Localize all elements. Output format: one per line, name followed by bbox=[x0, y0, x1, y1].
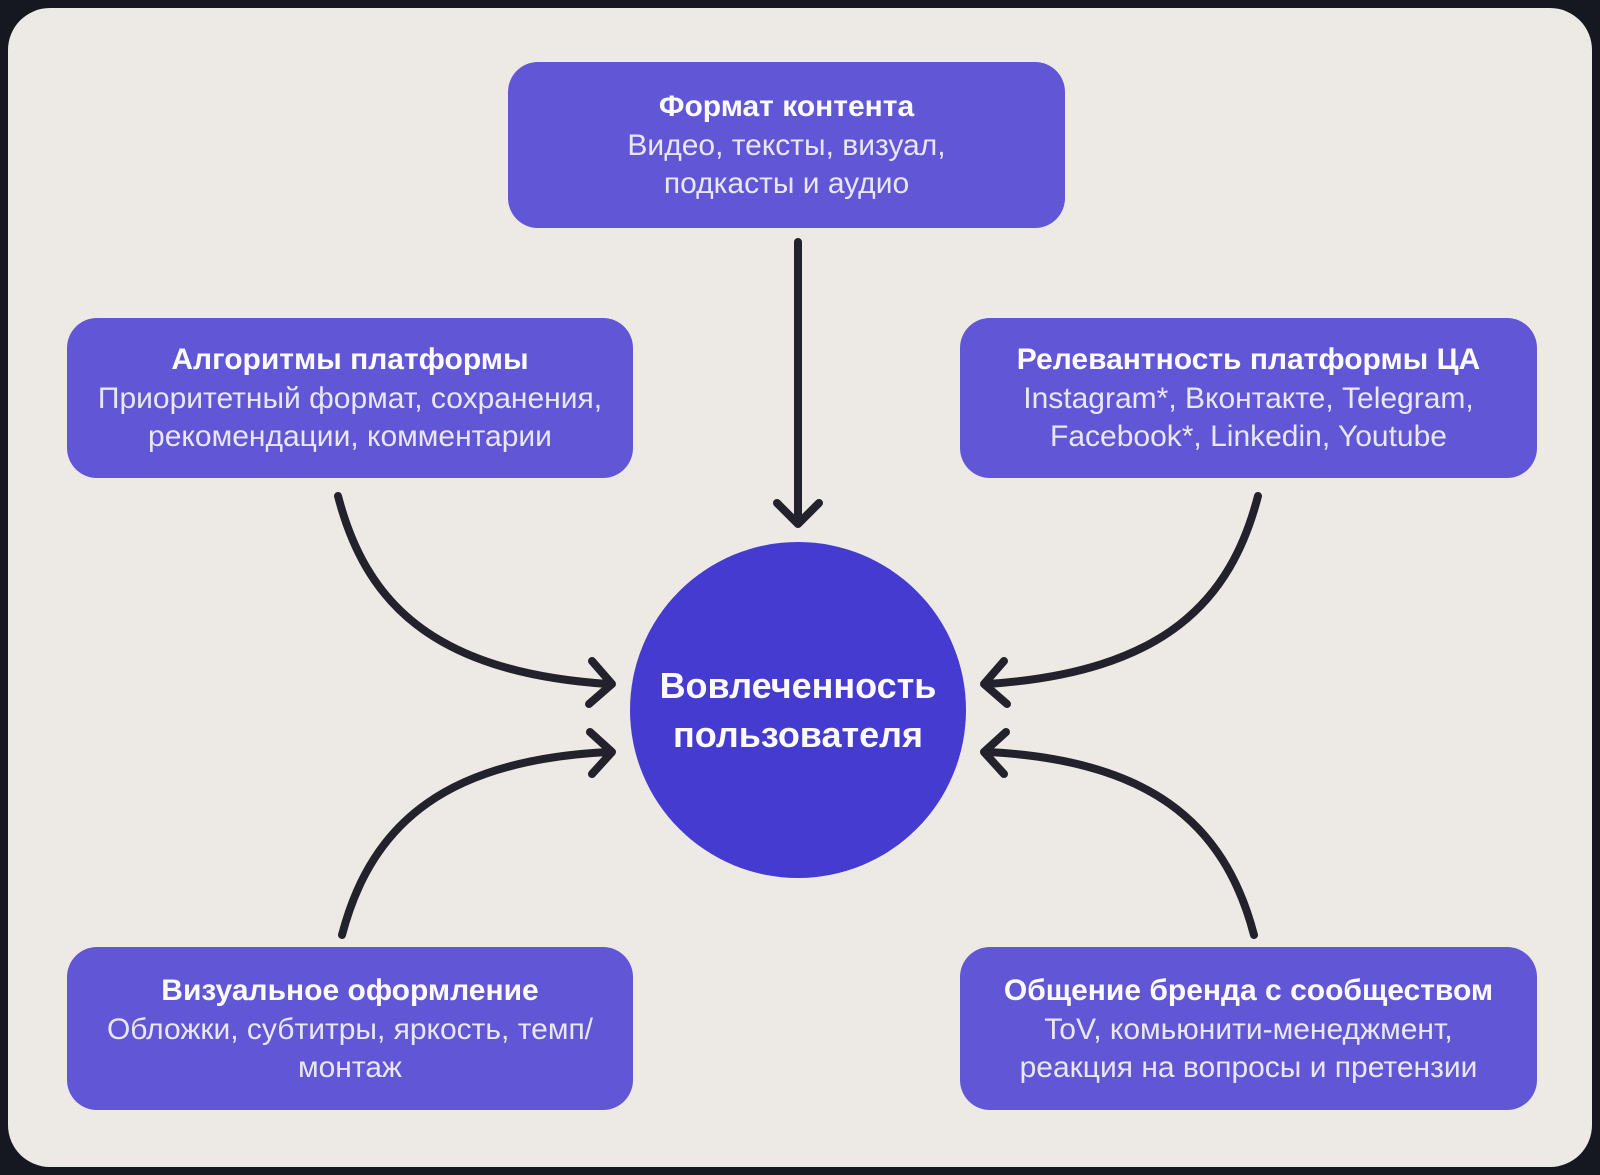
node-body-line: подкасты и аудио bbox=[663, 167, 910, 200]
node-body-line: реакция на вопросы и претензии bbox=[1019, 1050, 1478, 1084]
node-body-line: Facebook*, Linkedin, Youtube bbox=[1050, 420, 1447, 453]
node-visual-design: Визуальное оформление Обложки, субтитры,… bbox=[67, 947, 633, 1110]
node-body-line: Видео, тексты, визуал, bbox=[627, 129, 946, 162]
node-title: Визуальное оформление bbox=[161, 973, 539, 1007]
node-platform-relevance: Релевантность платформы ЦА Instagram*, В… bbox=[960, 318, 1537, 478]
node-title: Общение бренда с сообществом bbox=[1003, 973, 1494, 1007]
center-node-user-engagement: Вовлеченность пользователя bbox=[630, 542, 966, 878]
node-body-line: монтаж bbox=[297, 1050, 403, 1084]
node-content-format: Формат контента Видео, тексты, визуал, п… bbox=[508, 62, 1065, 228]
node-title: Алгоритмы платформы bbox=[171, 343, 529, 376]
node-body-line: рекомендации, комментарии bbox=[148, 420, 552, 453]
node-platform-algorithms: Алгоритмы платформы Приоритетный формат,… bbox=[67, 318, 633, 478]
node-body-line: Instagram*, Вконтакте, Telegram, bbox=[1023, 382, 1474, 415]
center-node-label: Вовлеченность bbox=[659, 665, 937, 706]
node-body-line: ToV, комьюнити-менеджмент, bbox=[1044, 1012, 1453, 1046]
node-body-line: Приоритетный формат, сохранения, bbox=[97, 382, 603, 415]
node-brand-communication: Общение бренда с сообществом ToV, комьюн… bbox=[960, 947, 1537, 1110]
node-title: Формат контента bbox=[658, 90, 915, 123]
node-body-line: Обложки, субтитры, яркость, темп/ bbox=[106, 1012, 594, 1046]
center-node-label: пользователя bbox=[672, 714, 924, 755]
node-title: Релевантность платформы ЦА bbox=[1016, 343, 1481, 376]
